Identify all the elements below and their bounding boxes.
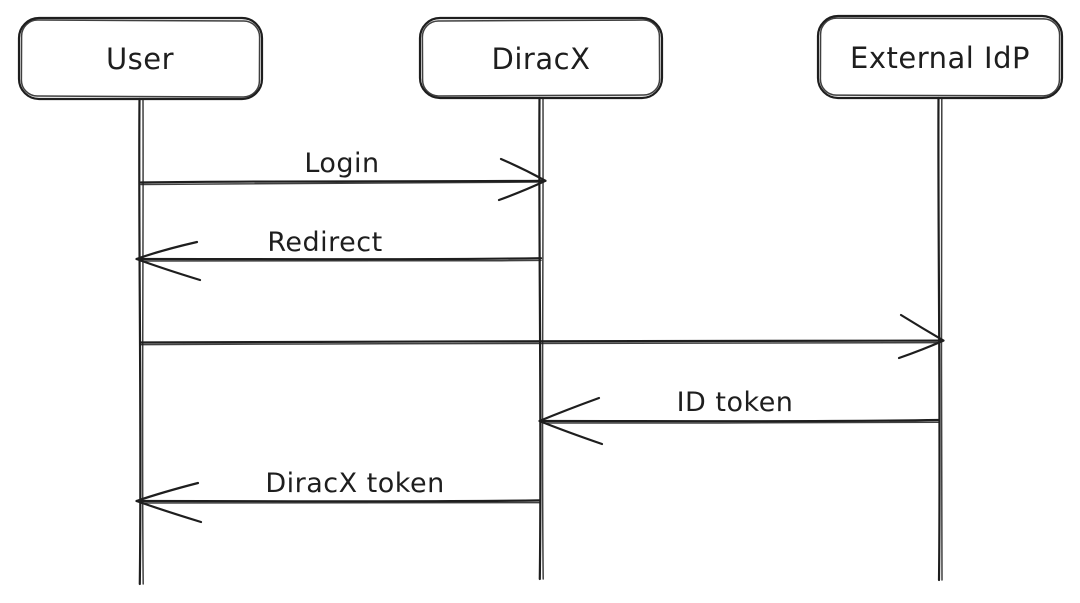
message-diracx-token: DiracX token xyxy=(135,468,542,524)
message-login: Login xyxy=(139,148,547,202)
arrowhead-left-icon xyxy=(135,481,203,524)
actor-label-diracx: DiracX xyxy=(492,42,591,76)
actor-label-user: User xyxy=(106,42,174,76)
message-line-sketch xyxy=(543,421,940,424)
message-line xyxy=(139,179,545,184)
arrowhead-right-icon xyxy=(897,313,945,360)
message-label: ID token xyxy=(677,387,794,418)
message-line-sketch xyxy=(140,501,541,504)
lifeline-diracx-sketch xyxy=(541,97,544,580)
message-label: Redirect xyxy=(267,227,382,258)
actor-box-sketch xyxy=(421,19,661,97)
message-line xyxy=(139,339,943,344)
arrowhead-left-icon xyxy=(538,396,604,446)
lifeline-user xyxy=(138,97,142,586)
message-label: Login xyxy=(304,148,379,179)
message-line xyxy=(137,257,543,261)
actor-external-idp: External IdP xyxy=(816,14,1064,582)
lifeline-diracx xyxy=(538,96,542,581)
actor-box-sketch xyxy=(819,17,1061,97)
message-line xyxy=(137,499,542,503)
message-line-sketch xyxy=(140,181,542,186)
lifeline-user-sketch xyxy=(141,98,144,585)
message-line-sketch xyxy=(140,259,542,262)
arrowhead-left-icon xyxy=(135,240,202,282)
message-authenticate xyxy=(139,313,945,360)
arrowhead-right-icon xyxy=(497,157,547,202)
lifeline-external-idp xyxy=(937,96,941,582)
lifeline-external-idp-sketch xyxy=(940,97,943,581)
actor-user: User xyxy=(17,16,264,586)
message-id-token: ID token xyxy=(538,387,941,446)
actor-label-external-idp: External IdP xyxy=(850,41,1030,75)
actor-box xyxy=(816,14,1064,100)
message-line xyxy=(540,418,941,423)
actor-box-sketch xyxy=(20,19,261,98)
actor-box xyxy=(418,16,664,100)
actor-diracx: DiracX xyxy=(418,16,664,581)
message-line-sketch xyxy=(140,341,940,346)
message-redirect: Redirect xyxy=(135,227,543,282)
message-label: DiracX token xyxy=(265,468,444,499)
